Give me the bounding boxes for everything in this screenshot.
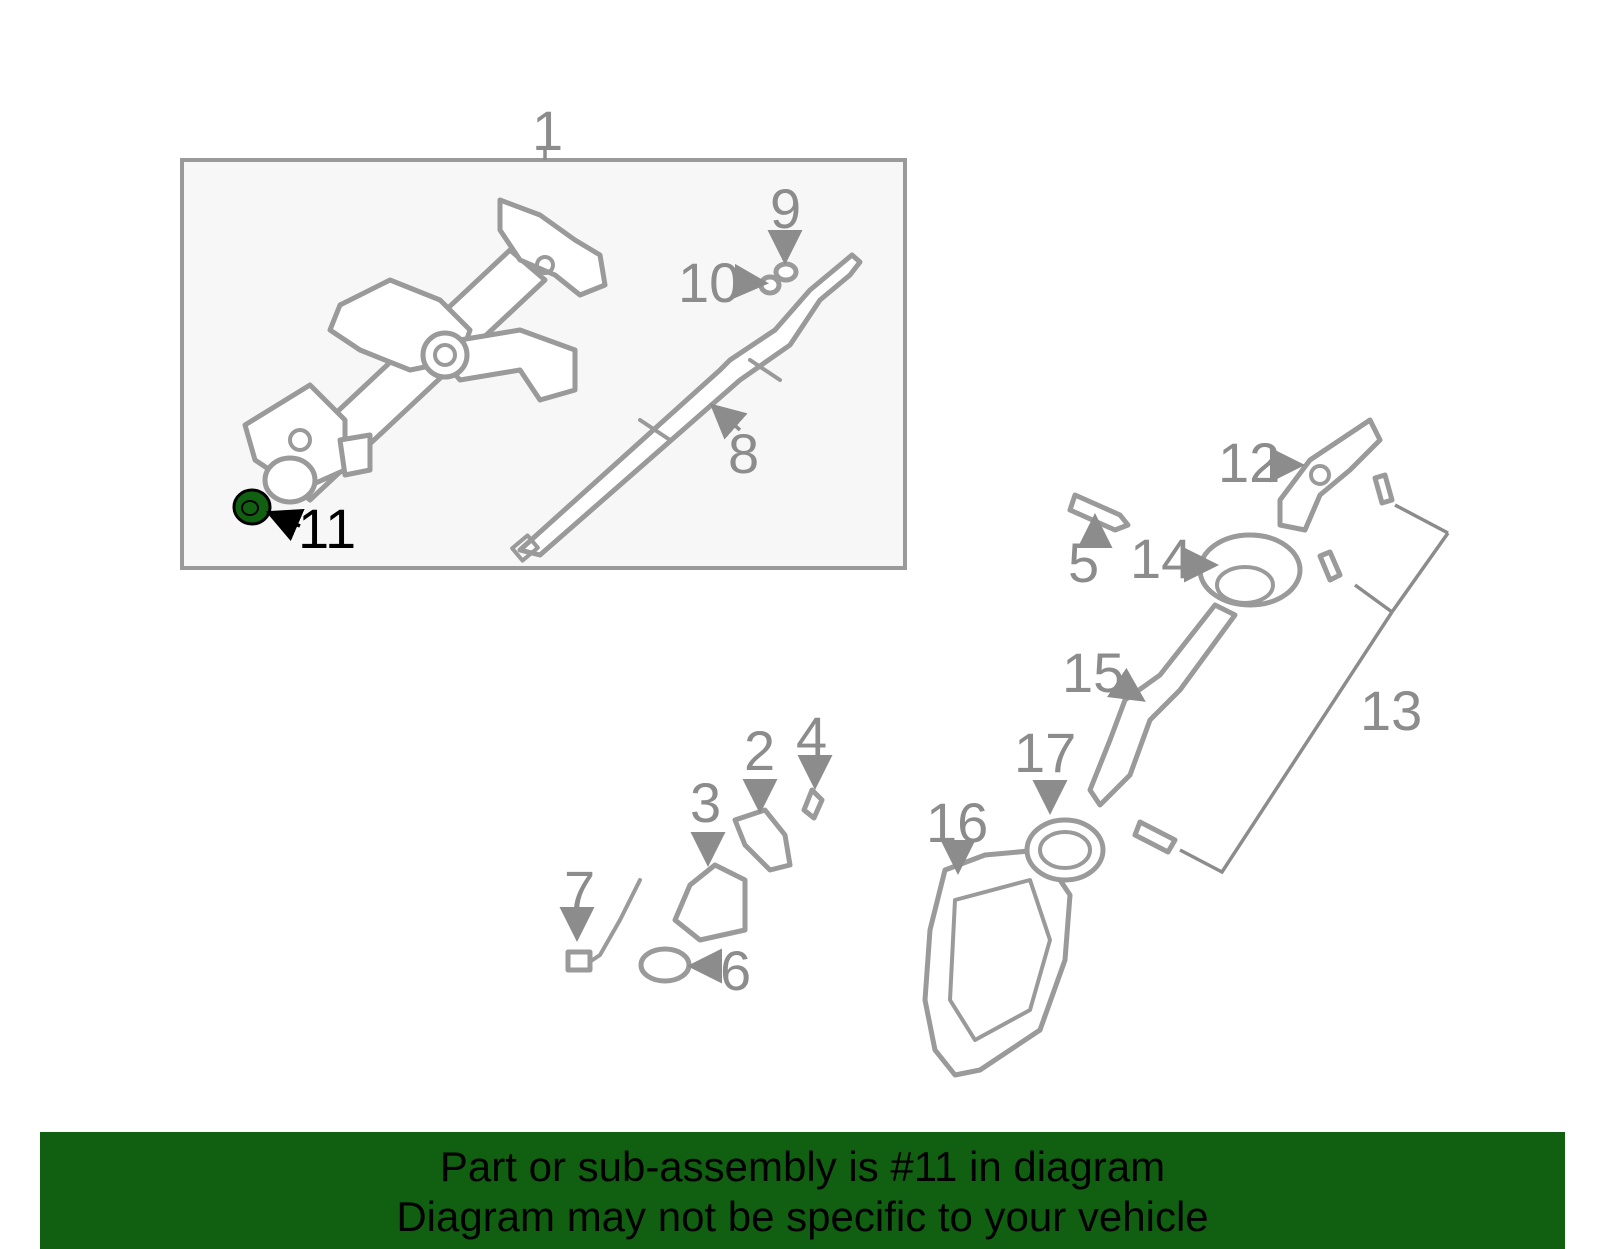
part-10-clip[interactable] [758,274,782,296]
callout-1: 1 [532,99,563,162]
callout-16: 16 [926,791,988,854]
banner-line-1: Part or sub-assembly is #11 in diagram [439,1143,1166,1190]
part-13-bolt-upper[interactable] [1372,472,1395,506]
part-14-dust-cover[interactable] [1197,532,1303,608]
callout-13: 13 [1360,679,1422,742]
callout-15: 15 [1062,641,1124,704]
callout-2: 2 [744,719,775,782]
callout-11: 11 [298,497,356,560]
callout-5: 5 [1068,531,1099,594]
callout-3: 3 [690,771,721,834]
part-17-seal-ring[interactable] [1024,817,1106,883]
callout-4: 4 [796,705,827,768]
callout-14: 14 [1130,527,1192,590]
part-11-bushing[interactable] [232,488,305,542]
part-4-bolt[interactable] [801,787,825,821]
part-3-bracket[interactable] [672,862,748,943]
part-2-bracket-cap[interactable] [732,807,793,873]
part-8-main-shaft[interactable] [510,252,863,563]
info-banner: Part or sub-assembly is #11 in diagram D… [40,1132,1565,1249]
part-13-bolt-lower[interactable] [1132,819,1178,855]
part-12-universal-joint[interactable] [1277,417,1383,533]
part-13-bolt-middle[interactable] [1317,549,1343,583]
steering-column-assembly[interactable] [242,197,608,505]
part-16-boot-plate[interactable] [922,847,1073,1078]
part-6-clamp[interactable] [638,946,692,984]
callout-17: 17 [1014,721,1076,784]
part-7-wire-harness[interactable] [565,878,642,973]
callout-9: 9 [770,177,801,240]
banner-line-2: Diagram may not be specific to your vehi… [396,1193,1209,1240]
callout-6: 6 [720,939,751,1002]
callout-8: 8 [728,422,759,485]
part-15-lower-shaft[interactable] [1087,602,1238,808]
callout-10: 10 [678,251,740,314]
callout-7: 7 [564,859,595,922]
part-9-clip[interactable] [773,261,799,283]
part-5-bolt[interactable] [1067,492,1131,533]
callout-12: 12 [1218,431,1280,494]
